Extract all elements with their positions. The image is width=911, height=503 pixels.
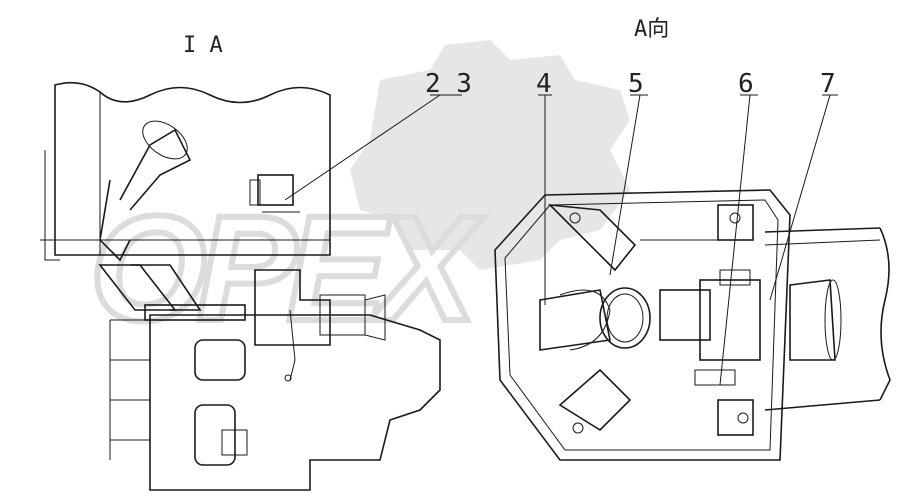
watermark-text: OPEX bbox=[90, 184, 485, 352]
callout-6: 6 bbox=[738, 69, 754, 99]
leader-lines bbox=[284, 94, 838, 386]
view-label-left: I A bbox=[183, 33, 223, 58]
callout-7: 7 bbox=[820, 69, 836, 99]
callout-2-3: 2 3 bbox=[425, 69, 472, 99]
view-label-right: A向 bbox=[634, 17, 669, 42]
right-view bbox=[494, 189, 891, 461]
watermark: OPEX bbox=[87, 40, 630, 355]
callout-4: 4 bbox=[536, 69, 552, 99]
callout-5: 5 bbox=[628, 69, 644, 99]
left-view bbox=[40, 81, 441, 491]
